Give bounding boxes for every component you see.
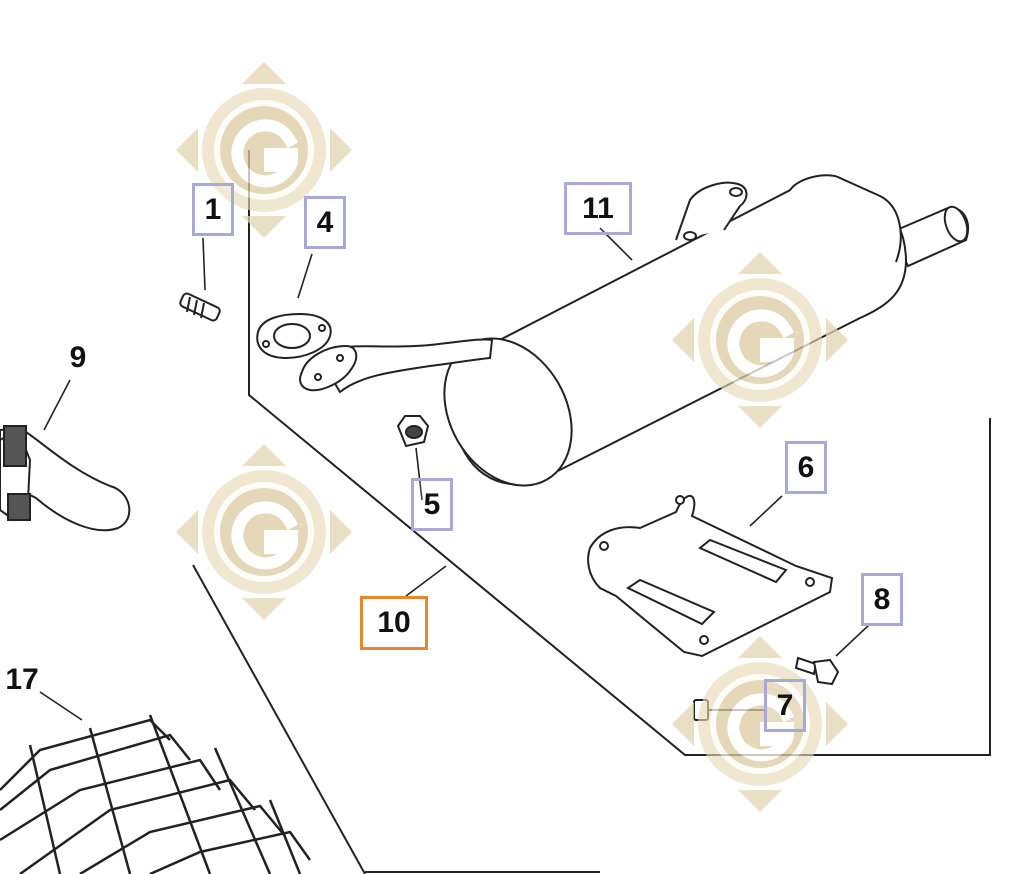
- nut-part-5: [396, 415, 430, 448]
- callout-9[interactable]: 9: [69, 341, 87, 374]
- callout-6[interactable]: 6: [785, 441, 827, 494]
- callout-11[interactable]: 11: [564, 182, 632, 235]
- callout-10[interactable]: 10: [360, 596, 428, 650]
- callout-7[interactable]: 7: [764, 679, 806, 732]
- callout-5[interactable]: 5: [411, 478, 453, 531]
- bolt-part-8: [794, 656, 840, 686]
- callout-8[interactable]: 8: [861, 573, 903, 626]
- bracket-part-6: [587, 494, 834, 658]
- frame-lines: [192, 150, 991, 874]
- gasket-part-4: [256, 312, 332, 360]
- wire-guard-part-17: [0, 714, 312, 874]
- elbow-pipe-part-9: [0, 425, 131, 532]
- stud-part-1: [179, 292, 221, 322]
- callout-1[interactable]: 1: [192, 183, 234, 236]
- callout-4[interactable]: 4: [304, 196, 346, 249]
- callout-17[interactable]: 17: [5, 663, 39, 696]
- muffler-part-11: [299, 174, 969, 487]
